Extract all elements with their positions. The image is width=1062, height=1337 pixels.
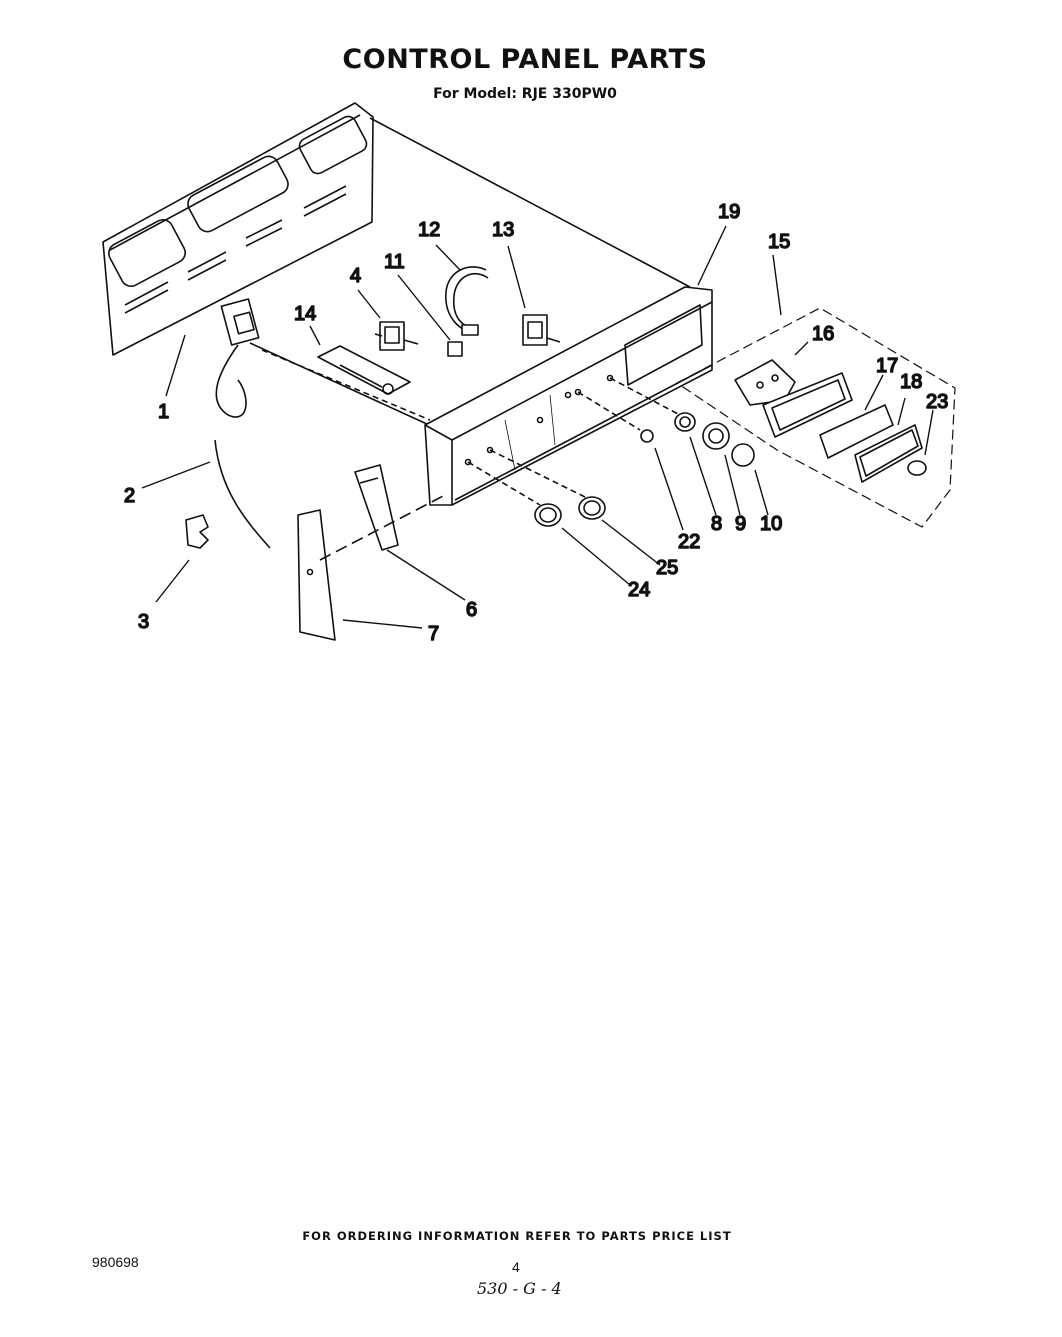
callout-18: 18 xyxy=(900,371,922,393)
callout-9: 9 xyxy=(735,513,746,535)
callout-labels: 1 2 3 4 6 7 8 9 10 11 12 13 14 15 16 17 … xyxy=(123,200,949,646)
ordering-information-note: FOR ORDERING INFORMATION REFER TO PARTS … xyxy=(302,1229,732,1243)
page-title: CONTROL PANEL PARTS xyxy=(342,44,708,75)
callout-24: 24 xyxy=(628,579,650,601)
side-bracket-6 xyxy=(354,464,399,551)
callout-14: 14 xyxy=(294,303,316,325)
knob-25 xyxy=(578,496,606,520)
leader-lines xyxy=(141,225,934,629)
part-18 xyxy=(819,404,894,459)
page-number: 4 xyxy=(512,1259,520,1275)
part-17 xyxy=(762,372,853,438)
handwritten-code: 530 - G - 4 xyxy=(477,1279,562,1298)
part-23-bulb xyxy=(907,460,927,476)
document-number: 980698 xyxy=(92,1254,139,1270)
callout-15: 15 xyxy=(768,231,790,253)
callout-17: 17 xyxy=(876,355,898,377)
callout-25: 25 xyxy=(656,557,678,579)
callout-2: 2 xyxy=(124,485,135,507)
switch-with-cord xyxy=(214,298,271,549)
callout-22: 22 xyxy=(678,531,700,553)
callout-1: 1 xyxy=(158,401,169,423)
callout-11: 11 xyxy=(384,251,405,273)
side-bracket-7 xyxy=(297,509,336,641)
part-22 xyxy=(640,429,654,443)
callout-16: 16 xyxy=(812,323,834,345)
push-switch-part xyxy=(522,314,561,346)
connector-part xyxy=(447,341,463,357)
kit-15-outline xyxy=(676,307,956,528)
callout-6: 6 xyxy=(466,599,477,621)
callout-8: 8 xyxy=(711,513,722,535)
part-16 xyxy=(734,359,796,406)
callout-4: 4 xyxy=(350,265,361,287)
part-23-frame xyxy=(854,424,923,483)
callout-3: 3 xyxy=(138,611,149,633)
part-8 xyxy=(674,412,696,432)
model-subtitle: For Model: RJE 330PW0 xyxy=(433,86,617,102)
callout-13: 13 xyxy=(492,219,514,241)
callout-10: 10 xyxy=(760,513,782,535)
control-panel xyxy=(424,286,713,506)
clip-part xyxy=(185,514,209,549)
rotary-switch-part xyxy=(374,321,419,351)
part-10 xyxy=(731,443,755,467)
terminal-strip xyxy=(317,345,411,395)
knob-24 xyxy=(534,503,562,527)
rear-console-panel xyxy=(102,102,374,356)
wire-harness xyxy=(445,266,489,336)
callout-19: 19 xyxy=(718,201,740,223)
callout-7: 7 xyxy=(428,623,439,645)
callout-23: 23 xyxy=(926,391,948,413)
callout-12: 12 xyxy=(418,219,440,241)
part-9 xyxy=(702,422,730,450)
